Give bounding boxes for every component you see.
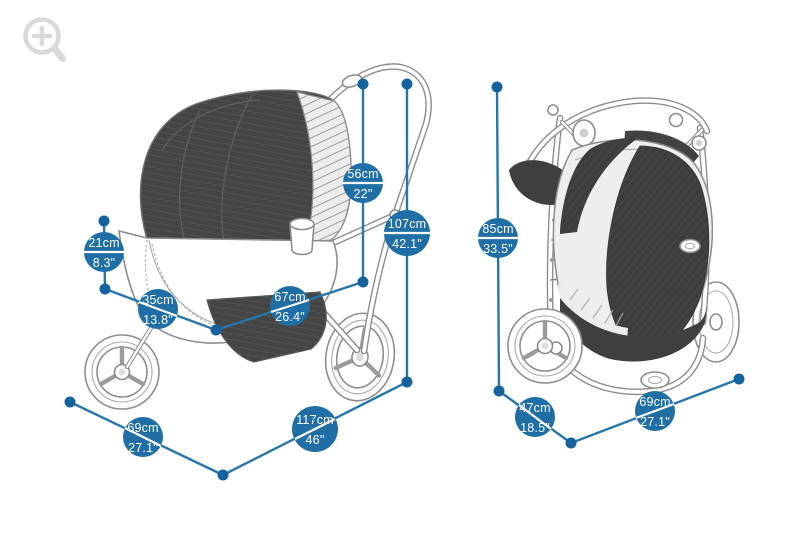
badge-inch-value: 42.1" bbox=[392, 237, 422, 251]
canopy bbox=[139, 89, 352, 248]
measurement-badge-47cm: 47cm 18.5" bbox=[515, 397, 555, 437]
handle-button bbox=[341, 74, 363, 88]
badge-cm-value: 56cm bbox=[347, 167, 378, 181]
badge-cm-value: 107cm bbox=[388, 217, 427, 231]
cup-holder bbox=[289, 217, 315, 256]
footplate bbox=[640, 371, 670, 389]
measurement-badge-107cm: 107cm 42.1" bbox=[384, 210, 430, 256]
badge-cm-value: 47cm bbox=[519, 401, 550, 415]
magnifier-plus-icon[interactable] bbox=[23, 17, 66, 62]
folded-front-wheel bbox=[507, 308, 583, 384]
canopy-mesh-strip bbox=[296, 91, 352, 243]
badge-cm-value: 67cm bbox=[274, 290, 305, 304]
measurement-badge-85cm: 85cm 33.5" bbox=[478, 218, 518, 258]
badge-inch-value: 8.3" bbox=[93, 256, 116, 270]
badge-inch-value: 13.8" bbox=[143, 313, 173, 327]
badge-cm-value: 35cm bbox=[142, 293, 173, 307]
measurement-badge-35cm: 35cm 13.8" bbox=[138, 289, 178, 329]
badge-cm-value: 69cm bbox=[127, 421, 158, 435]
stroller-folded-illustration bbox=[507, 97, 740, 396]
front-wheel bbox=[84, 334, 160, 410]
buckle bbox=[679, 238, 701, 254]
folded-fabric-bundle bbox=[552, 137, 714, 362]
measurement-badge-69cm-folded: 69cm 27.1" bbox=[635, 391, 675, 431]
badge-cm-value: 69cm bbox=[639, 395, 670, 409]
measurement-badge-117cm: 117cm 46" bbox=[292, 406, 338, 452]
top-left-fabric bbox=[509, 160, 571, 205]
badge-inch-value: 46" bbox=[306, 433, 325, 447]
badge-inch-value: 22" bbox=[354, 187, 373, 201]
measurement-badge-56cm: 56cm 22" bbox=[343, 163, 383, 203]
measurement-badge-21cm: 21cm 8.3" bbox=[84, 232, 124, 272]
badge-cm-value: 21cm bbox=[88, 236, 119, 250]
measurement-badge-67cm: 67cm 26.4" bbox=[270, 286, 310, 326]
badge-cm-value: 85cm bbox=[482, 222, 513, 236]
badge-inch-value: 18.5" bbox=[520, 421, 550, 435]
badge-inch-value: 27.1" bbox=[640, 415, 670, 429]
badge-inch-value: 26.4" bbox=[275, 310, 305, 324]
stroller-open-illustration bbox=[84, 63, 432, 410]
badge-inch-value: 27.1" bbox=[128, 441, 158, 455]
badge-cm-value: 117cm bbox=[296, 413, 334, 427]
badge-inch-value: 33.5" bbox=[483, 242, 513, 256]
measurement-badge-69cm-width: 69cm 27.1" bbox=[123, 417, 163, 457]
